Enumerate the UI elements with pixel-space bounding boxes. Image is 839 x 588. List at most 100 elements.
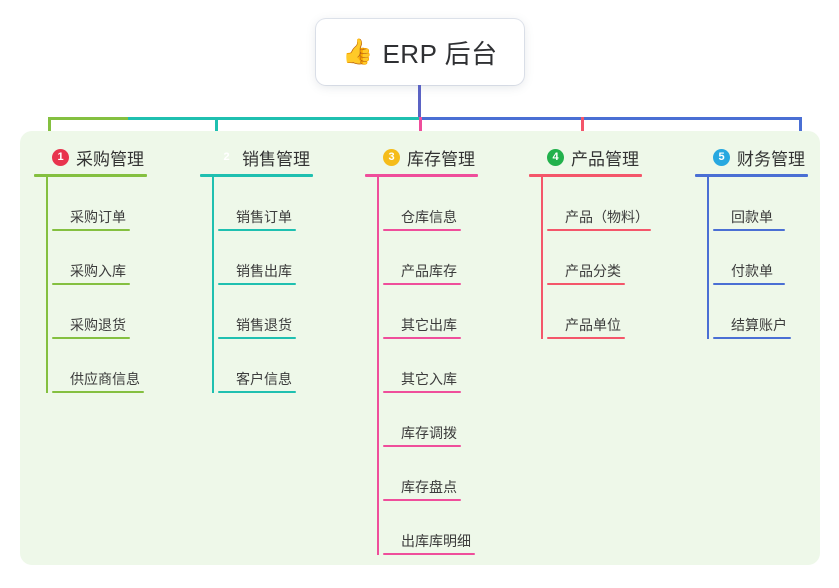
leaf-rule: [52, 283, 130, 285]
connector-bar-segment-4: [419, 117, 802, 120]
leaf-item[interactable]: 仓库信息: [383, 177, 515, 231]
column-rule: [34, 174, 147, 177]
thumbs-up-icon: 👍: [342, 37, 374, 66]
leaf-label: 付款单: [731, 263, 773, 279]
leaf-label: 其它出库: [401, 317, 457, 333]
leaf-item[interactable]: 产品（物料）: [547, 177, 679, 231]
leaf-label: 结算账户: [731, 317, 787, 333]
column-1: 1 采购管理采购订单采购入库采购退货供应商信息: [34, 144, 184, 393]
leaf-label: 产品（物料）: [565, 209, 649, 225]
leaf-item[interactable]: 库存调拨: [383, 393, 515, 447]
leaf-label: 仓库信息: [401, 209, 457, 225]
trunk-connector: [707, 177, 709, 339]
leaf-list: 产品（物料） 产品分类产品单位: [529, 177, 679, 339]
leaf-label: 出库库明细: [401, 533, 471, 549]
leaf-item[interactable]: 销售订单: [218, 177, 350, 231]
leaf-label: 产品库存: [401, 263, 457, 279]
leaf-rule: [383, 499, 461, 501]
column-rule: [529, 174, 642, 177]
column-4: 4 产品管理产品（物料） 产品分类产品单位: [529, 144, 679, 339]
leaf-rule: [383, 337, 461, 339]
leaf-item[interactable]: 采购订单: [52, 177, 184, 231]
leaf-item[interactable]: 产品分类: [547, 231, 679, 285]
leaf-list: 销售订单销售出库销售退货客户信息: [200, 177, 350, 393]
leaf-rule: [547, 283, 625, 285]
column-3: 3 库存管理仓库信息产品库存其它出库其它入库库存调拨库存盘点出库库明细: [365, 144, 515, 555]
column-header-4[interactable]: 4 产品管理: [529, 144, 679, 170]
root-stem-connector: [418, 85, 421, 119]
column-rule: [695, 174, 808, 177]
leaf-rule: [713, 337, 791, 339]
column-title: 库存管理: [407, 149, 475, 169]
column-badge-icon: 2: [223, 150, 230, 163]
leaf-item[interactable]: 采购入库: [52, 231, 184, 285]
column-badge-icon: 3: [383, 148, 400, 166]
trunk-connector: [46, 177, 48, 393]
leaf-item[interactable]: 回款单: [713, 177, 820, 231]
leaf-rule: [713, 229, 785, 231]
column-rule: [200, 174, 313, 177]
leaf-rule: [218, 337, 296, 339]
leaf-item[interactable]: 产品库存: [383, 231, 515, 285]
leaf-item[interactable]: 库存盘点: [383, 447, 515, 501]
leaf-label: 销售退货: [236, 317, 292, 333]
leaf-list: 仓库信息产品库存其它出库其它入库库存调拨库存盘点出库库明细: [365, 177, 515, 555]
leaf-item[interactable]: 销售退货: [218, 285, 350, 339]
leaf-label: 采购订单: [70, 209, 126, 225]
column-title: 财务管理: [737, 149, 805, 169]
column-title: 产品管理: [571, 149, 639, 169]
leaf-rule: [383, 445, 461, 447]
leaf-item[interactable]: 付款单: [713, 231, 820, 285]
leaf-rule: [218, 283, 296, 285]
leaf-item[interactable]: 出库库明细: [383, 501, 515, 555]
leaf-rule: [713, 283, 785, 285]
column-header-3[interactable]: 3 库存管理: [365, 144, 515, 170]
column-5: 5 财务管理回款单付款单结算账户: [695, 144, 820, 339]
column-title: 采购管理: [76, 149, 144, 169]
leaf-label: 其它入库: [401, 371, 457, 387]
leaf-rule: [383, 283, 461, 285]
connector-bar-segment-2: [128, 117, 293, 120]
leaf-item[interactable]: 产品单位: [547, 285, 679, 339]
leaf-rule: [218, 229, 296, 231]
leaf-item[interactable]: 采购退货: [52, 285, 184, 339]
leaf-rule: [547, 229, 651, 231]
column-header-5[interactable]: 5 财务管理: [695, 144, 820, 170]
column-badge-icon: 4: [547, 148, 564, 166]
leaf-item[interactable]: 结算账户: [713, 285, 820, 339]
leaf-item[interactable]: 其它出库: [383, 285, 515, 339]
leaf-label: 销售出库: [236, 263, 292, 279]
leaf-rule: [383, 391, 461, 393]
trunk-connector: [377, 177, 379, 555]
column-badge-icon: 5: [713, 148, 730, 166]
leaf-rule: [383, 229, 461, 231]
column-rule: [365, 174, 478, 177]
leaf-item[interactable]: 其它入库: [383, 339, 515, 393]
leaf-list: 采购订单采购入库采购退货供应商信息: [34, 177, 184, 393]
leaf-label: 采购入库: [70, 263, 126, 279]
leaf-label: 供应商信息: [70, 371, 140, 387]
leaf-list: 回款单付款单结算账户: [695, 177, 820, 339]
column-header-1[interactable]: 1 采购管理: [34, 144, 184, 170]
leaf-label: 采购退货: [70, 317, 126, 333]
leaf-rule: [218, 391, 296, 393]
root-node[interactable]: 👍 ERP 后台: [316, 19, 524, 85]
column-badge-icon: 1: [52, 148, 69, 166]
leaf-rule: [383, 553, 475, 555]
leaf-item[interactable]: 供应商信息: [52, 339, 184, 393]
leaf-rule: [52, 337, 130, 339]
leaf-rule: [52, 391, 144, 393]
leaf-label: 库存盘点: [401, 479, 457, 495]
leaf-label: 回款单: [731, 209, 773, 225]
leaf-label: 产品单位: [565, 317, 621, 333]
leaf-label: 库存调拨: [401, 425, 457, 441]
trunk-connector: [541, 177, 543, 339]
leaf-rule: [547, 337, 625, 339]
leaf-label: 产品分类: [565, 263, 621, 279]
leaf-item[interactable]: 客户信息: [218, 339, 350, 393]
trunk-connector: [212, 177, 214, 393]
leaf-item[interactable]: 销售出库: [218, 231, 350, 285]
